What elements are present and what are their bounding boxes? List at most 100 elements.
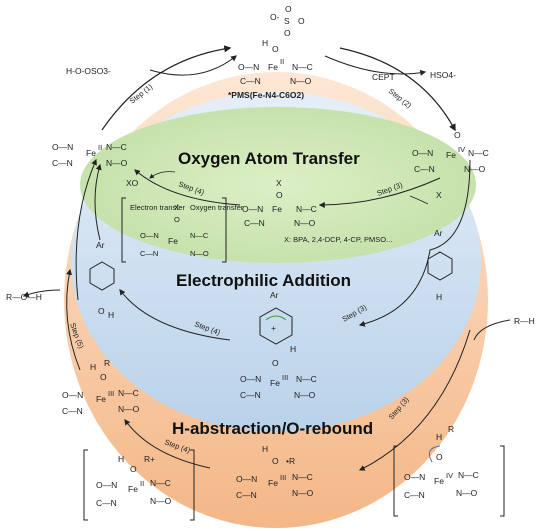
top-ligand-c-n: C—N <box>240 76 261 86</box>
pms-label: *PMS(Fe-N4-C6O2) <box>228 90 304 100</box>
right-ligand-n-o: N—O <box>464 164 486 174</box>
cation-fe-ox: II <box>140 479 144 488</box>
right-ligand-n-c: N—C <box>468 148 489 158</box>
phenol-h: H <box>108 310 114 320</box>
o-atom-top: O <box>272 44 279 54</box>
radical-ligand-o-n: O—N <box>236 474 257 484</box>
ha-title: H-abstraction/O-rebound <box>172 419 373 438</box>
ea-step4-arrow <box>119 289 231 341</box>
ts-fe: Fe <box>434 476 444 486</box>
cation-ligand-n-o: N—O <box>150 496 172 506</box>
oat-x: X <box>276 178 282 188</box>
radical-o: O <box>272 456 279 466</box>
oat-ligand-o-n: O—N <box>242 204 263 214</box>
aryl-right-h: H <box>436 292 442 302</box>
h-atom-top: H <box>262 38 268 48</box>
top-ligand-o-n: O—N <box>238 62 259 72</box>
ea-ligand-c-n: C—N <box>240 390 261 400</box>
ts-ligand-o-n: O—N <box>404 472 425 482</box>
step2-label: Step (2) <box>387 86 414 110</box>
x-in-arrow <box>409 195 429 205</box>
ea-plus: + <box>271 323 276 333</box>
right-ligand-o-n: O—N <box>412 148 433 158</box>
ea-h: H <box>290 344 296 354</box>
sulfate-o-minus: O- <box>270 12 280 22</box>
ea-ar: Ar <box>270 290 279 300</box>
left-return-arc <box>75 158 97 301</box>
bracket-ligand-o-n: O—N <box>140 231 159 240</box>
phenol-product-left: Ar O H <box>89 240 115 320</box>
x-reactant: X <box>436 190 442 200</box>
oxygen-atom-transfer-region <box>80 107 476 263</box>
ha-step3-arrow <box>358 329 471 471</box>
pms-reactant: H-O-OSO3- <box>66 66 111 76</box>
aryl-right-ar: Ar <box>434 228 443 238</box>
bracket-x: X <box>174 203 179 212</box>
right-fe: Fe <box>446 150 456 160</box>
roh-outflow-arrow <box>22 289 61 298</box>
top-ligand-n-c: N—C <box>292 62 313 72</box>
radical-h: H <box>262 444 268 454</box>
top-fe: Fe <box>268 62 278 72</box>
ea-fe: Fe <box>270 378 280 388</box>
oat-ligand-n-c: N—C <box>296 204 317 214</box>
sulfate-o-top: O <box>285 4 292 14</box>
radical-fe: Fe <box>268 478 278 488</box>
step1-label: Step (1) <box>128 82 155 106</box>
oat-intermediate: X O O—N Fe N—C C—N N—O <box>242 178 317 228</box>
xo-product: XO <box>126 178 139 188</box>
roh-fe: Fe <box>96 394 106 404</box>
cation-ligand-n-c: N—C <box>150 478 171 488</box>
roh-fe-o: O <box>100 372 107 382</box>
top-fe-ox: II <box>280 57 284 66</box>
roh-ligand-c-n: C—N <box>62 406 83 416</box>
cation-fe: Fe <box>128 484 138 494</box>
cycle-arrow-step2 <box>339 47 456 132</box>
rh-inflow-arrow <box>473 319 511 341</box>
cation-o: O <box>130 464 137 474</box>
roh-ligand-o-n: O—N <box>62 390 83 400</box>
left-fe-ox: II <box>98 143 102 152</box>
ts-ligand-c-n: C—N <box>404 490 425 500</box>
roh-label: R—O—H <box>6 292 42 302</box>
roh-fe-ox: III <box>108 389 114 398</box>
electron-transfer-label: Electron transfer <box>130 203 186 212</box>
fe-iv-oxo-complex: O O—N Fe IV N—C C—N N—O <box>412 130 489 174</box>
ts-o: O <box>436 452 443 462</box>
oat-ligand-c-n: C—N <box>244 218 265 228</box>
cation-ligand-c-n: C—N <box>96 498 117 508</box>
hso4-outflow-arrow <box>324 55 427 76</box>
ea-ligand-n-c: N—C <box>296 374 317 384</box>
ts-r: R <box>448 424 454 434</box>
rh-label: R—H <box>514 316 535 326</box>
oat-o: O <box>276 190 283 200</box>
ts-ligand-n-o: N—O <box>456 488 478 498</box>
sulfate-s: S <box>284 16 290 26</box>
phenol-ar: Ar <box>96 240 105 250</box>
sulfate-o-bottom: O <box>284 28 291 38</box>
oat-title: Oxygen Atom Transfer <box>178 149 360 168</box>
radical-ligand-n-c: N—C <box>292 472 313 482</box>
ts-ligand-n-c: N—C <box>458 470 479 480</box>
roh-ligand-n-o: N—O <box>118 404 140 414</box>
bracket-fe: Fe <box>168 236 178 246</box>
bracket-ligand-n-c: N—C <box>190 231 209 240</box>
right-fe-ox: IV <box>458 145 465 154</box>
oat-ligand-n-o: N—O <box>294 218 316 228</box>
fe-iii-or-complex: R H O O—N Fe III N—C C—N N—O <box>62 358 140 416</box>
top-ligand-n-o: N—O <box>290 76 312 86</box>
oxygen-transfer-label: Oxygen transfer <box>190 203 244 212</box>
cation-r-plus: R+ <box>144 454 155 464</box>
left-ligand-c-n: C—N <box>52 158 73 168</box>
fe-ii-complex-left: O—N Fe II N—C C—N N—O <box>52 142 128 168</box>
ea-o: O <box>272 358 279 368</box>
sulfate-o-right: O <box>298 16 305 26</box>
bracket-ligand-c-n: C—N <box>140 249 158 258</box>
bracket-o: O <box>174 215 180 224</box>
ts-h: H <box>436 432 442 442</box>
substrate-list: X: BPA, 2,4-DCP, 4-CP, PMSO... <box>284 235 392 244</box>
ea-intermediate: Ar + H O O—N Fe III N—C C—N N—O <box>240 290 317 400</box>
left-ligand-n-o: N—O <box>106 158 128 168</box>
cept-label: CEPT <box>372 72 395 82</box>
